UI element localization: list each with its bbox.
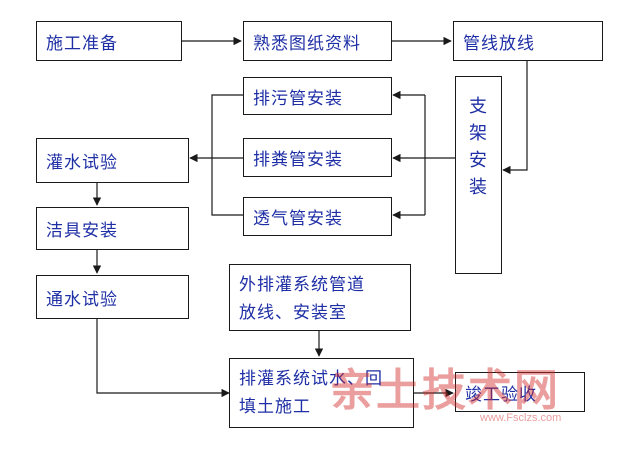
node-acceptance-label: 竣工验收 [465, 384, 537, 405]
node-system-line2: 填土施工 [239, 397, 311, 417]
node-flow-test: 通水试验 [36, 275, 189, 319]
node-support-char: 架 [469, 123, 488, 144]
watermark: 亲土技术网 www.Fsclzs.com [330, 340, 630, 445]
node-feces-label: 排粪管安装 [253, 150, 343, 170]
node-sewage: 排污管安装 [243, 77, 392, 115]
node-feces: 排粪管安装 [243, 138, 392, 177]
node-vent-label: 透气管安装 [253, 209, 343, 229]
node-flow-test-label: 通水试验 [46, 289, 118, 310]
node-support-char: 安 [469, 150, 488, 171]
node-outer: 外排灌系统管道 放线、安装室 [229, 264, 411, 331]
node-system-line1: 排灌系统试水、回 [239, 369, 383, 389]
node-support: 支 架 安 装 [455, 76, 502, 274]
arrow-layout-support [502, 61, 528, 175]
node-system-text: 排灌系统试水、回 填土施工 [239, 365, 383, 421]
arrow-flowtest-system [96, 319, 230, 398]
node-outer-text: 外排灌系统管道 放线、安装室 [239, 271, 365, 327]
node-system: 排灌系统试水、回 填土施工 [229, 358, 414, 428]
watermark-text: 亲土技术网 [330, 365, 560, 416]
node-familiar: 熟悉图纸资料 [243, 21, 392, 61]
node-support-char: 装 [469, 177, 488, 198]
node-outer-line2: 放线、安装室 [239, 303, 347, 323]
node-fill-test: 灌水试验 [36, 138, 189, 183]
node-familiar-label: 熟悉图纸资料 [253, 33, 361, 54]
bracket-left [211, 94, 243, 216]
node-acceptance: 竣工验收 [455, 372, 585, 412]
node-outer-line1: 外排灌系统管道 [239, 275, 365, 295]
node-prep-label: 施工准备 [46, 33, 118, 54]
node-fixture: 洁具安装 [36, 207, 189, 250]
node-sewage-label: 排污管安装 [253, 88, 343, 109]
watermark-url: www.Fsclzs.com [480, 412, 562, 424]
node-fill-test-label: 灌水试验 [46, 153, 118, 173]
node-layout-label: 管线放线 [463, 33, 535, 54]
node-vent: 透气管安装 [243, 197, 392, 236]
node-prep: 施工准备 [36, 21, 182, 61]
node-layout: 管线放线 [453, 21, 603, 61]
node-support-char: 支 [469, 96, 488, 117]
node-fixture-label: 洁具安装 [46, 221, 118, 241]
